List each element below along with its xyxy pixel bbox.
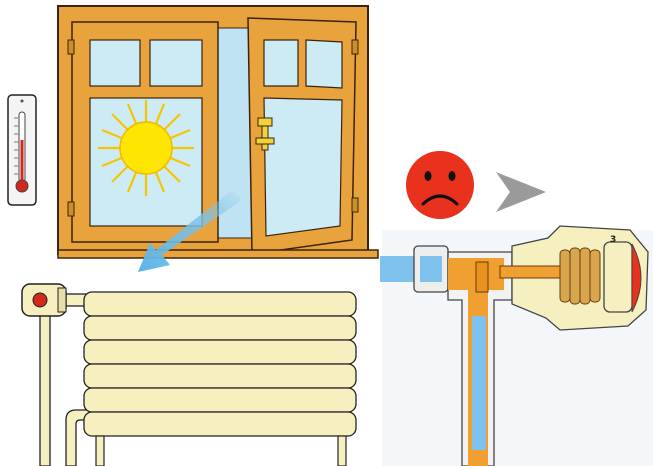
left-window-sash — [71, 21, 219, 243]
window-handle-icon — [255, 117, 275, 151]
window — [57, 5, 379, 259]
valve-scale-number: 3 — [610, 235, 616, 245]
valve-cross-section: 3 — [380, 225, 653, 466]
right-window-sash-open — [247, 17, 357, 255]
arrow-right-icon — [496, 172, 546, 212]
radiator — [21, 283, 357, 466]
radiator-thermostat-valve — [21, 283, 67, 317]
sad-face-icon — [406, 151, 474, 219]
sun-icon — [98, 100, 194, 196]
thermostat-head-cutaway: 3 — [499, 225, 649, 331]
wall-thermometer — [7, 94, 37, 206]
cold-air-arrow-icon — [138, 190, 242, 272]
